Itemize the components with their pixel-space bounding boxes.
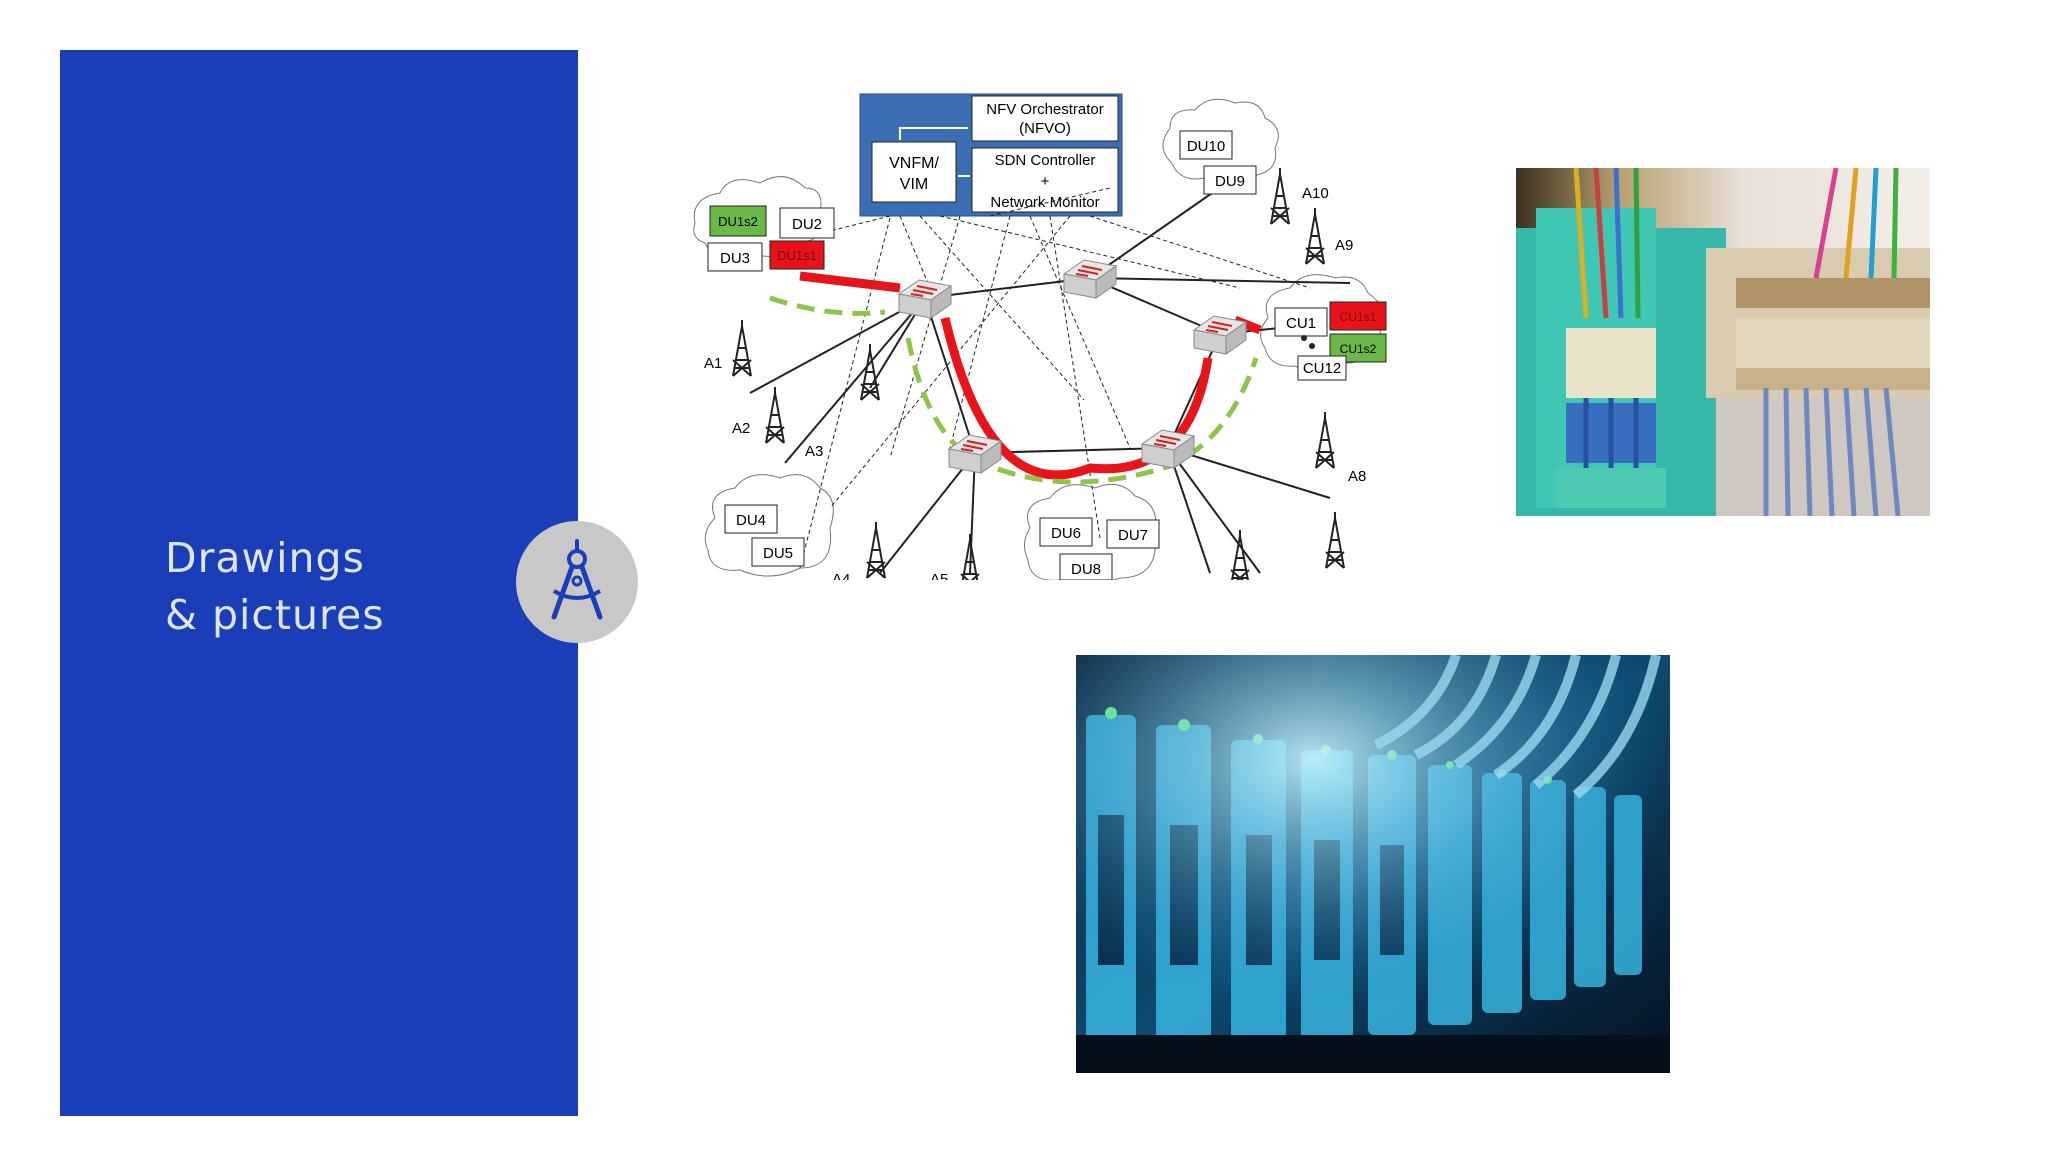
- du3-label: DU3: [720, 250, 750, 267]
- cu1s2-label: CU1s2: [1340, 342, 1377, 356]
- nfvo-label: NFV Orchestrator: [986, 101, 1104, 118]
- monitor-label: Network Monitor: [990, 194, 1099, 211]
- a10-label: A10: [1302, 185, 1329, 202]
- a5-label: A5: [930, 571, 948, 580]
- du10-label: DU10: [1187, 138, 1225, 155]
- network-diagram: NFV Orchestrator (NFVO) VNFM/ VIM SDN Co…: [693, 93, 1387, 580]
- sdn-label: SDN Controller: [995, 152, 1096, 169]
- vnfm-label: VNFM/: [889, 155, 939, 172]
- du9-label: DU9: [1215, 173, 1245, 190]
- a9-label: A9: [1335, 237, 1353, 254]
- du7-label: DU7: [1118, 527, 1148, 544]
- a4-label: A4: [832, 571, 850, 580]
- du1s2-label: DU1s2: [718, 214, 758, 229]
- du1s1-label: DU1s1: [777, 248, 817, 263]
- section-title-line1: Drawings: [165, 534, 365, 582]
- du5-label: DU5: [763, 545, 793, 562]
- du6-label: DU6: [1051, 525, 1081, 542]
- du2-label: DU2: [792, 216, 822, 233]
- cu12-label: CU12: [1303, 360, 1341, 377]
- a2-label: A2: [732, 420, 750, 437]
- nfvo-sub-label: (NFVO): [1019, 120, 1071, 137]
- a3-label: A3: [805, 443, 823, 460]
- a1-label: A1: [704, 355, 722, 372]
- section-title-line2: & pictures: [165, 591, 385, 639]
- du8-label: DU8: [1071, 561, 1101, 578]
- a8-label: A8: [1348, 468, 1366, 485]
- section-panel: [60, 50, 578, 1116]
- vim-label: VIM: [900, 176, 928, 193]
- cu1-label: CU1: [1286, 315, 1316, 332]
- du4-label: DU4: [736, 512, 766, 529]
- section-title: Drawings & pictures: [165, 530, 385, 644]
- terminal-block-photo: [1516, 168, 1930, 516]
- cu1s1-label: CU1s1: [1340, 310, 1377, 324]
- server-rack-photo: [1076, 655, 1670, 1073]
- drafting-compass-icon: [516, 521, 638, 643]
- sdn-plus-label: +: [1041, 173, 1050, 190]
